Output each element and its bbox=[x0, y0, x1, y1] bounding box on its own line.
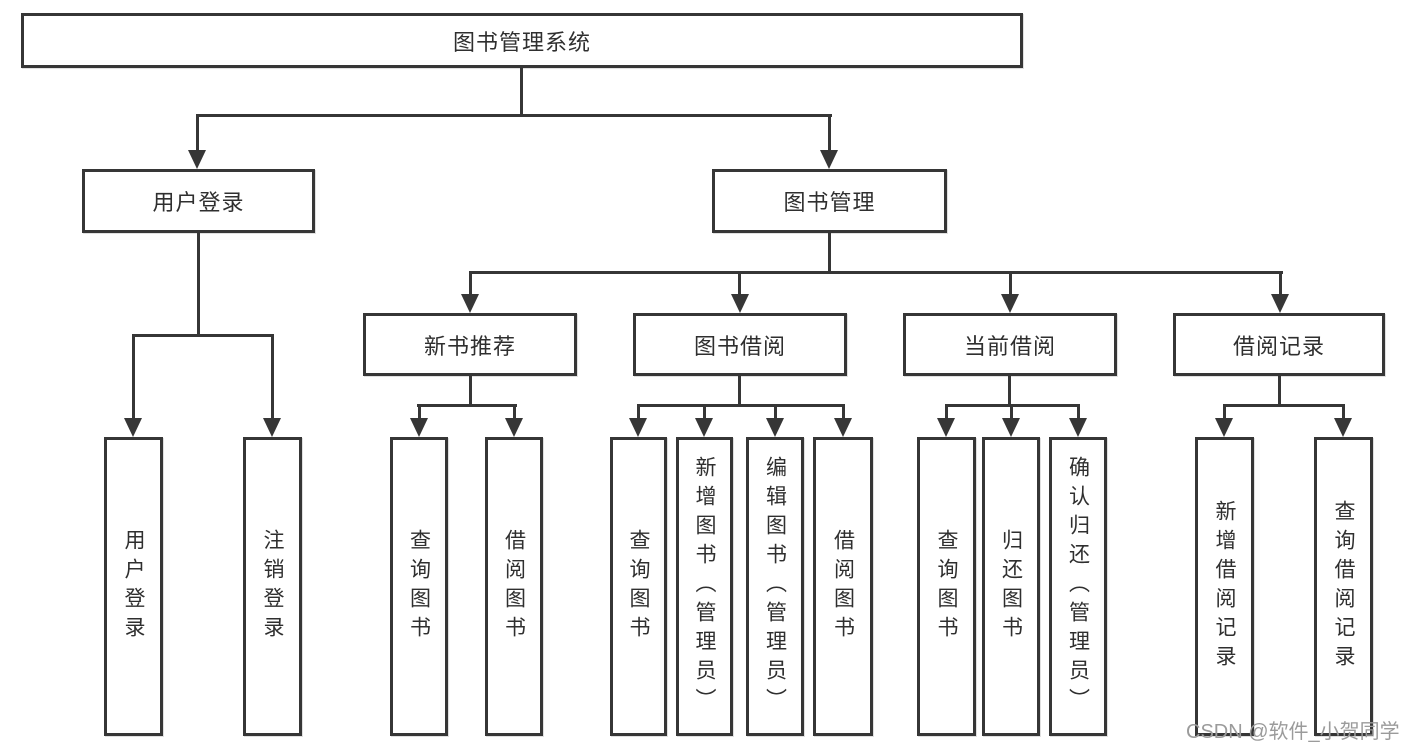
arrowhead-icon bbox=[1069, 418, 1087, 437]
leaf-label: 注销登录 bbox=[261, 528, 285, 645]
connector-line bbox=[828, 114, 831, 152]
arrowhead-icon bbox=[695, 418, 713, 437]
arrowhead-icon bbox=[505, 418, 523, 437]
arrowhead-icon bbox=[629, 418, 647, 437]
arrowhead-icon bbox=[263, 418, 281, 437]
connector-line bbox=[196, 114, 832, 117]
node-query-borrow-record: 查询借阅记录 bbox=[1314, 437, 1373, 736]
connector-line bbox=[132, 334, 135, 420]
connector-line bbox=[196, 114, 199, 152]
connector-line bbox=[1278, 376, 1281, 406]
connector-line bbox=[1077, 404, 1080, 420]
connector-line bbox=[1223, 404, 1226, 420]
node-new-book-recommend: 新书推荐 bbox=[363, 313, 577, 376]
connector-line bbox=[828, 233, 831, 273]
leaf-label: 编辑图书（管理员） bbox=[763, 456, 787, 717]
connector-line bbox=[738, 271, 741, 296]
node-borrow-books-2: 借阅图书 bbox=[813, 437, 873, 736]
leaf-label: 查询图书 bbox=[935, 528, 959, 645]
leaf-label: 归还图书 bbox=[999, 528, 1023, 645]
connector-line bbox=[738, 376, 741, 406]
connector-line bbox=[469, 271, 1283, 274]
node-add-borrow-record: 新增借阅记录 bbox=[1195, 437, 1254, 736]
arrowhead-icon bbox=[1215, 418, 1233, 437]
arrowhead-icon bbox=[731, 294, 749, 313]
node-current-borrow: 当前借阅 bbox=[903, 313, 1117, 376]
node-edit-book-admin: 编辑图书（管理员） bbox=[746, 437, 804, 736]
connector-line bbox=[469, 376, 472, 406]
node-library-system: 图书管理系统 bbox=[21, 13, 1023, 68]
leaf-label: 借阅图书 bbox=[831, 528, 855, 645]
connector-line bbox=[1009, 271, 1012, 296]
node-return-book: 归还图书 bbox=[982, 437, 1040, 736]
arrowhead-icon bbox=[410, 418, 428, 437]
arrowhead-icon bbox=[1334, 418, 1352, 437]
connector-line bbox=[945, 404, 948, 420]
arrowhead-icon bbox=[1002, 418, 1020, 437]
connector-line bbox=[417, 404, 517, 407]
arrowhead-icon bbox=[1271, 294, 1289, 313]
connector-line bbox=[513, 404, 516, 420]
arrowhead-icon bbox=[834, 418, 852, 437]
node-query-books-2: 查询图书 bbox=[610, 437, 667, 736]
arrowhead-icon bbox=[461, 294, 479, 313]
connector-line bbox=[842, 404, 845, 420]
connector-line bbox=[1008, 376, 1011, 406]
connector-line bbox=[132, 334, 274, 337]
arrowhead-icon bbox=[766, 418, 784, 437]
connector-line bbox=[1010, 404, 1013, 420]
connector-line bbox=[774, 404, 777, 420]
node-confirm-return-admin: 确认归还（管理员） bbox=[1049, 437, 1107, 736]
connector-line bbox=[637, 404, 845, 407]
csdn-watermark: CSDN @软件_小贺同学 bbox=[1186, 721, 1400, 743]
node-query-books-3: 查询图书 bbox=[917, 437, 976, 736]
arrowhead-icon bbox=[188, 150, 206, 169]
leaf-label: 新增图书（管理员） bbox=[693, 456, 717, 717]
node-add-book-admin: 新增图书（管理员） bbox=[676, 437, 733, 736]
connector-line bbox=[469, 271, 472, 296]
arrowhead-icon bbox=[937, 418, 955, 437]
node-borrow-records: 借阅记录 bbox=[1173, 313, 1385, 376]
arrowhead-icon bbox=[820, 150, 838, 169]
node-book-management: 图书管理 bbox=[712, 169, 947, 233]
arrowhead-icon bbox=[124, 418, 142, 437]
leaf-label: 查询图书 bbox=[627, 528, 651, 645]
connector-line bbox=[271, 334, 274, 420]
leaf-label: 新增借阅记录 bbox=[1213, 499, 1237, 674]
connector-line bbox=[520, 68, 523, 116]
connector-line bbox=[1279, 271, 1282, 296]
connector-line bbox=[1342, 404, 1345, 420]
node-user-login-leaf: 用户登录 bbox=[104, 437, 163, 736]
leaf-label: 查询图书 bbox=[407, 528, 431, 645]
node-book-borrow: 图书借阅 bbox=[633, 313, 847, 376]
connector-line bbox=[418, 404, 421, 420]
node-logout: 注销登录 bbox=[243, 437, 302, 736]
leaf-label: 用户登录 bbox=[122, 528, 146, 645]
connector-line bbox=[703, 404, 706, 420]
node-query-books-1: 查询图书 bbox=[390, 437, 448, 736]
arrowhead-icon bbox=[1001, 294, 1019, 313]
node-borrow-books-1: 借阅图书 bbox=[485, 437, 543, 736]
leaf-label: 查询借阅记录 bbox=[1332, 499, 1356, 674]
node-user-login: 用户登录 bbox=[82, 169, 315, 233]
connector-line bbox=[197, 233, 200, 336]
connector-line bbox=[1224, 404, 1345, 407]
connector-line bbox=[637, 404, 640, 420]
leaf-label: 确认归还（管理员） bbox=[1066, 456, 1090, 717]
leaf-label: 借阅图书 bbox=[502, 528, 526, 645]
